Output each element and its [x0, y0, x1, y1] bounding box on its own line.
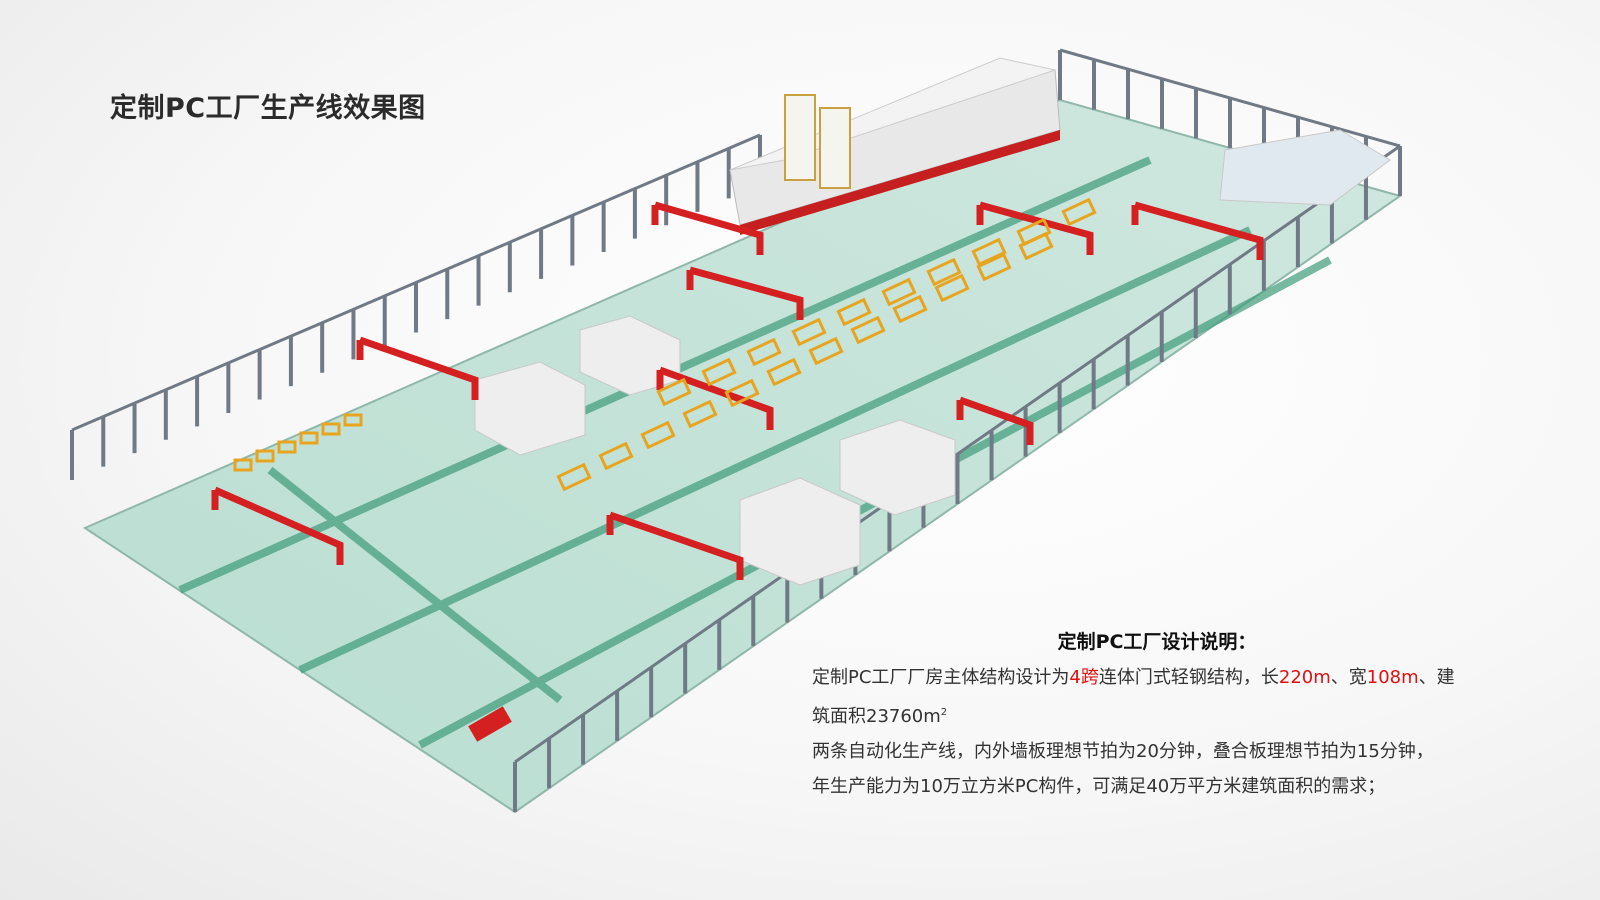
text: 连体门式轻钢结构，长 [1098, 667, 1279, 688]
pallet [836, 297, 872, 327]
pallet [1061, 197, 1097, 227]
text: 、建 [1418, 667, 1455, 688]
pallet [277, 440, 297, 454]
pallet [934, 273, 970, 303]
superscript: 2 [940, 707, 948, 718]
pallet [682, 399, 718, 429]
gantry-crane [654, 201, 764, 255]
pallet [233, 458, 253, 472]
pallet [299, 431, 319, 445]
page-title: 定制PC工厂生产线效果图 [110, 93, 426, 124]
pallet [808, 336, 844, 366]
pallet [971, 237, 1007, 267]
pallet [926, 257, 962, 287]
gantry-crane [958, 396, 1034, 445]
pallet [598, 441, 634, 471]
curing-chambers [474, 129, 1391, 586]
roof-beam [1059, 48, 1401, 148]
gantry-crane [608, 511, 744, 580]
pallet [791, 317, 827, 347]
pallet [881, 277, 917, 307]
pallet [850, 315, 886, 345]
pallet [976, 252, 1012, 282]
pallet [556, 462, 592, 492]
description-heading: 定制PC工厂设计说明： [1057, 631, 1257, 653]
text: 、宽 [1330, 667, 1367, 688]
gantry-cranes [211, 201, 1264, 580]
roof-beam [514, 144, 1401, 764]
transfer-cart [468, 706, 512, 742]
design-description: 定制PC工厂设计说明： 定制PC工厂厂房主体结构设计为4跨连体门式轻钢结构，长2… [812, 625, 1532, 804]
pallet [701, 357, 737, 387]
text: 定制PC工厂厂房主体结构设计为 [812, 667, 1070, 688]
pallet [1016, 217, 1052, 247]
gantry-crane [979, 201, 1094, 255]
pallet [746, 337, 782, 367]
gantry-crane [689, 266, 804, 320]
width-value: 108m [1366, 667, 1419, 688]
roof-beam [71, 133, 761, 432]
gantry-crane [658, 366, 774, 430]
pallet [343, 413, 363, 427]
description-line-3: 两条自动化生产线，内外墙板理想节拍为20分钟，叠合板理想节拍为15分钟， [812, 741, 1434, 762]
pallet [766, 357, 802, 387]
area-text: 筑面积23760m [812, 706, 941, 727]
gantry-crane [213, 486, 344, 565]
pallet [656, 377, 692, 407]
pallet [724, 378, 760, 408]
description-line-4: 年生产能力为10万立方米PC构件，可满足40万平方米建筑面积的需求； [812, 776, 1386, 797]
gantry-crane [358, 336, 479, 400]
pallet [640, 420, 676, 450]
description-line-1: 定制PC工厂厂房主体结构设计为4跨连体门式轻钢结构，长220m、宽108m、建 [812, 660, 1532, 695]
steel-columns [70, 48, 1402, 812]
span-count: 4跨 [1069, 667, 1099, 688]
pallet [321, 422, 341, 436]
pallet [255, 449, 275, 463]
production-pallets [233, 197, 1097, 492]
length-value: 220m [1278, 667, 1331, 688]
gantry-crane [1134, 201, 1264, 260]
pallet [892, 294, 928, 324]
description-line-2: 筑面积23760m2 [812, 695, 1532, 734]
main-building [729, 57, 1061, 235]
